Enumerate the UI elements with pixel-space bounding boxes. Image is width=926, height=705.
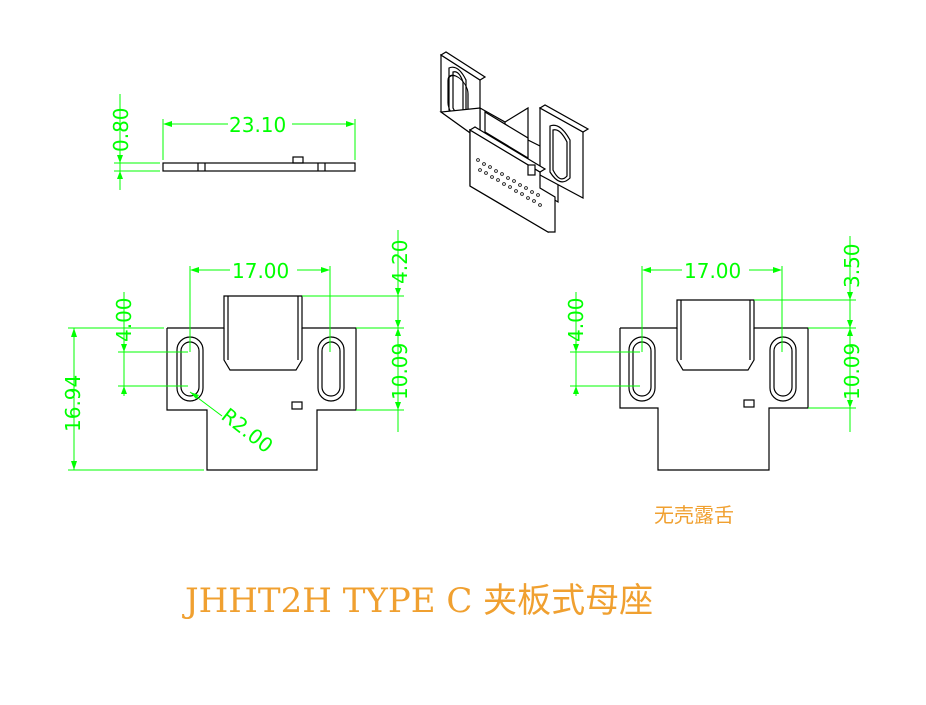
drawing-title: JHHT2H TYPE C 夹板式母座 xyxy=(182,581,653,621)
isometric-view xyxy=(439,51,590,234)
dim-right-slot: 4.00 xyxy=(564,297,588,342)
right-dimensions xyxy=(570,236,856,432)
left-front-view: 17.00 4.20 10.09 4.00 16.94 R2.00 xyxy=(61,230,412,471)
dim-left-total-height: 16.94 xyxy=(61,375,85,432)
side-width-dimension xyxy=(162,119,356,160)
dim-right-lower-height: 10.09 xyxy=(840,343,864,400)
dim-side-thickness: 0.80 xyxy=(109,107,133,152)
dim-right-top-width: 17.00 xyxy=(684,259,741,283)
side-thickness-dimension xyxy=(114,94,160,190)
right-front-outline xyxy=(619,299,809,471)
dim-right-upper-height: 3.50 xyxy=(840,243,864,288)
dim-left-lower-height: 10.09 xyxy=(388,343,412,400)
dim-left-upper-height: 4.20 xyxy=(388,239,412,284)
dim-left-top-width: 17.00 xyxy=(232,259,289,283)
side-view-outline xyxy=(162,156,356,172)
dim-left-slot: 4.00 xyxy=(112,297,136,342)
dim-left-radius: R2.00 xyxy=(217,403,278,458)
dim-side-width: 23.10 xyxy=(229,113,286,137)
iso-pin-holes xyxy=(476,158,542,207)
left-dimensions xyxy=(68,230,404,471)
variant-note: 无壳露舌 xyxy=(654,503,734,527)
side-view: 23.10 0.80 xyxy=(109,94,356,190)
right-front-view: 17.00 3.50 10.09 4.00 xyxy=(564,236,864,471)
